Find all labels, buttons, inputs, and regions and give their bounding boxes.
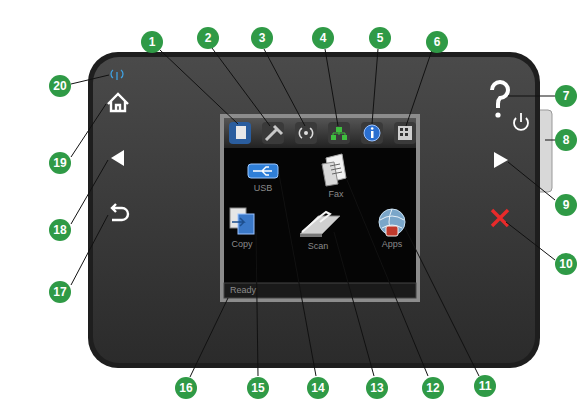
callout-number: 12 [422,377,444,399]
callout-number: 18 [49,219,71,241]
callout-number: 20 [49,75,71,97]
callout-number-text: 8 [563,134,570,146]
callout-number: 13 [366,377,388,399]
callout-number: 16 [175,377,197,399]
status-bar [224,283,416,298]
callout-number-text: 1 [149,36,156,48]
callout-number: 1 [141,31,163,53]
leader-lines [71,48,555,377]
callout-number-text: 4 [320,32,327,44]
callout-number: 11 [474,375,496,397]
callout-number: 9 [555,194,577,216]
wireless-light [111,70,123,80]
fax-icon [322,154,346,186]
callout-number-text: 10 [559,258,572,270]
screen-label: Apps [382,240,403,249]
callout-number-text: 17 [53,286,66,298]
callout-number-text: 2 [205,32,212,44]
back-button [112,204,128,220]
callout-number: 2 [197,27,219,49]
screen-label: USB [254,184,273,193]
callout-number: 15 [247,377,269,399]
callout-number-text: 6 [434,36,441,48]
callout-number-text: 3 [259,32,266,44]
callout-number-text: 15 [251,382,264,394]
callout-number: 17 [49,281,71,303]
copy-icon [230,208,254,234]
screen-label: Copy [231,240,252,249]
callout-number-text: 20 [53,80,66,92]
callout-number-text: 9 [563,199,570,211]
screen-label: Fax [328,190,343,199]
callout-number-text: 14 [311,382,324,394]
callout-number-text: 7 [563,90,570,102]
callout-number-text: 5 [377,32,384,44]
screen-top-bar [224,118,416,148]
usb-icon [248,164,278,178]
callout-number: 7 [555,85,577,107]
callout-number: 10 [555,253,577,275]
callout-number-text: 19 [53,157,66,169]
callout-number: 8 [555,129,577,151]
panel-housing [88,52,540,368]
touch-screen [224,118,416,298]
callout-number: 5 [369,27,391,49]
callout-number: 3 [251,27,273,49]
callout-number-text: 11 [479,380,492,392]
help-button-dot [495,112,500,117]
panel-face [93,57,535,363]
apps-icon [379,209,405,236]
right-arrow-button [494,152,508,168]
dashboard-icons [229,122,416,144]
callout-number: 14 [307,377,329,399]
home-button [108,94,128,111]
screen-label: Ready [230,286,256,295]
help-button [492,82,508,108]
callout-number-text: 12 [426,382,439,394]
callout-number: 6 [426,31,448,53]
callout-number-text: 16 [179,382,192,394]
cancel-button [492,210,508,226]
power-symbol [514,113,528,130]
screen-label: Scan [308,242,329,251]
callout-number: 19 [49,152,71,174]
callout-number-text: 13 [370,382,383,394]
screen-bezel [220,114,420,302]
left-arrow-button [111,150,124,166]
callout-number-text: 18 [53,224,66,236]
callout-number: 4 [312,27,334,49]
